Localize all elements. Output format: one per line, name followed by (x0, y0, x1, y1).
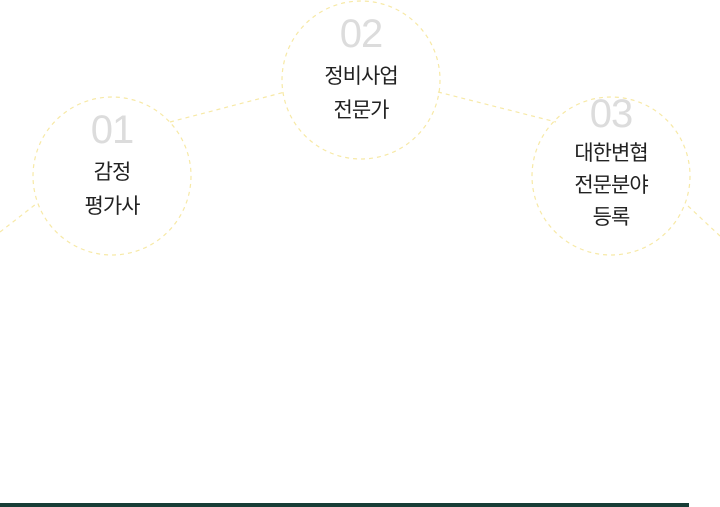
bottom-divider-bar (0, 503, 689, 507)
connector-line (687, 205, 720, 237)
label-line: 전문가 (333, 98, 390, 122)
label-line: 등록 (592, 205, 631, 229)
step-circle-2 (281, 0, 441, 160)
label-line: 감정 (93, 160, 132, 184)
step-circle-1 (32, 96, 192, 256)
step-label: 정비사업 전문가 (282, 59, 440, 127)
step-3: 03 대한변협 전문분야 등록 (532, 92, 690, 255)
label-line: 평가사 (84, 194, 141, 218)
step-2: 02 정비사업 전문가 (282, 1, 440, 159)
label-line: 정비사업 (324, 64, 398, 88)
connector-line (0, 203, 37, 233)
step-label: 감정 평가사 (33, 155, 191, 223)
step-1: 01 감정 평가사 (33, 97, 191, 255)
step-label: 대한변협 전문분야 등록 (532, 137, 690, 233)
step-number: 02 (339, 12, 384, 56)
step-circle-3 (531, 96, 691, 256)
label-line: 대한변협 (574, 141, 648, 165)
step-number: 03 (589, 92, 634, 136)
step-number: 01 (90, 108, 135, 152)
label-line: 전문분야 (574, 173, 648, 197)
connector-line (169, 91, 286, 123)
